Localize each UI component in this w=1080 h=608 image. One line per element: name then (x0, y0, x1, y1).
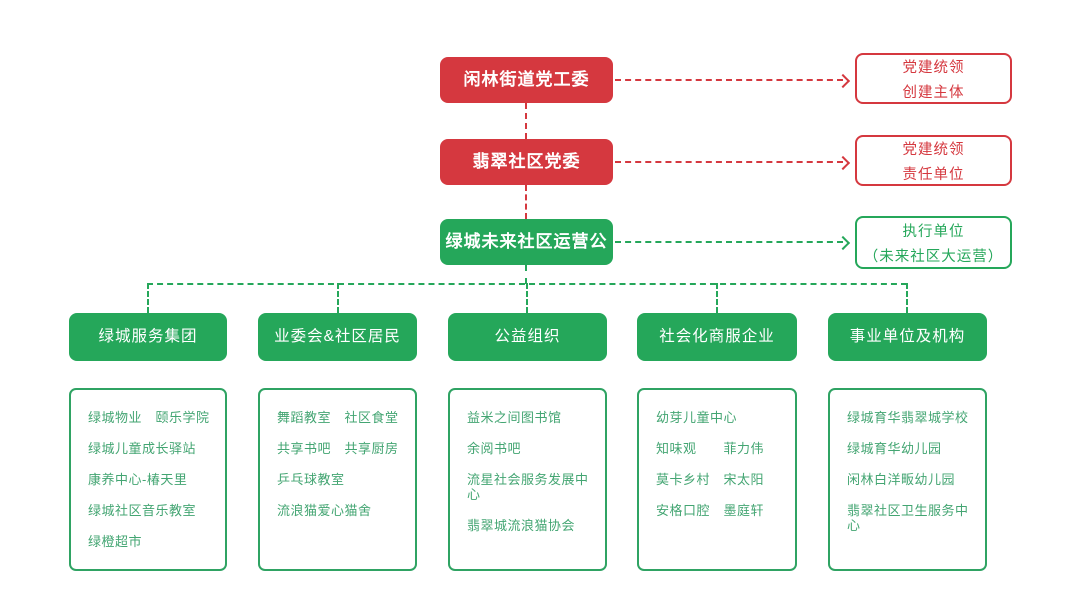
list-item: 翡翠社区卫生服务中心 (847, 503, 969, 533)
arrow-right-icon (835, 155, 851, 171)
node-operations-company: 绿城未来社区运营公司 (440, 219, 613, 297)
list-item: 莫卡乡村 宋太阳 (656, 472, 765, 487)
list-item: 绿城儿童成长驿站 (88, 441, 197, 456)
branch-header-service-group: 绿城服务集团 (69, 313, 227, 361)
node-community-party-committee: 翡翠社区党委 (440, 139, 613, 185)
dashed-tree-drop-2 (337, 283, 339, 313)
branch-list-owners-residents: 舞蹈教室 社区食堂 共享书吧 共享厨房 乒乓球教室 流浪猫爱心猫舍 (258, 388, 417, 571)
list-item: 知味观 菲力伟 (656, 441, 765, 456)
arrow-right-icon (835, 73, 851, 89)
list-item: 翡翠城流浪猫协会 (467, 518, 576, 533)
list-item: 舞蹈教室 社区食堂 (277, 410, 399, 425)
annotation-line: 执行单位 (902, 223, 965, 240)
dashed-tree-drop-4 (716, 283, 718, 313)
list-item: 乒乓球教室 (277, 472, 345, 487)
branch-header-commercial-enterprises: 社会化商服企业 (637, 313, 797, 361)
list-item: 绿橙超市 (88, 534, 143, 549)
dashed-arrow-line-3 (615, 241, 843, 243)
dashed-arrow-line-1 (615, 79, 843, 81)
list-item: 幼芽儿童中心 (656, 410, 738, 425)
dashed-connector-vertical-3 (525, 265, 527, 284)
branch-header-public-welfare: 公益组织 (448, 313, 607, 361)
annotation-line: 党建统领 (902, 141, 965, 158)
list-item: 绿城育华翡翠城学校 (847, 410, 969, 425)
dashed-connector-vertical-2 (525, 185, 527, 219)
arrow-right-icon (835, 235, 851, 251)
dashed-tree-drop-3 (526, 283, 528, 313)
list-item: 安格口腔 墨庭轩 (656, 503, 765, 518)
annotation-responsible-unit: 党建统领 责任单位 (855, 135, 1012, 186)
branch-list-public-welfare: 益米之间图书馆 余阅书吧 流星社会服务发展中心 翡翠城流浪猫协会 (448, 388, 607, 571)
list-item: 余阅书吧 (467, 441, 522, 456)
annotation-line: （未来社区大运营） (863, 248, 1004, 265)
annotation-executing-unit: 执行单位 （未来社区大运营） (855, 216, 1012, 269)
dashed-tree-drop-5 (906, 283, 908, 313)
list-item: 绿城育华幼儿园 (847, 441, 942, 456)
annotation-creation-subject: 党建统领 创建主体 (855, 53, 1012, 104)
list-item: 流星社会服务发展中心 (467, 472, 589, 502)
list-item: 绿城社区音乐教室 (88, 503, 197, 518)
branch-header-owners-residents: 业委会&社区居民 (258, 313, 417, 361)
list-item: 益米之间图书馆 (467, 410, 562, 425)
annotation-line: 责任单位 (902, 166, 965, 183)
list-item: 共享书吧 共享厨房 (277, 441, 399, 456)
dashed-arrow-line-2 (615, 161, 843, 163)
annotation-line: 党建统领 (902, 59, 965, 76)
annotation-line: 创建主体 (902, 84, 965, 101)
list-item: 绿城物业 颐乐学院 (88, 410, 210, 425)
node-street-party-committee: 闲林街道党工委 (440, 57, 613, 103)
dashed-connector-vertical-1 (525, 103, 527, 139)
branch-header-public-institutions: 事业单位及机构 (828, 313, 987, 361)
branch-list-public-institutions: 绿城育华翡翠城学校 绿城育华幼儿园 闲林白洋畈幼儿园 翡翠社区卫生服务中心 (828, 388, 987, 571)
list-item: 康养中心-椿天里 (88, 472, 188, 487)
list-item: 闲林白洋畈幼儿园 (847, 472, 956, 487)
dashed-tree-drop-1 (147, 283, 149, 313)
branch-list-service-group: 绿城物业 颐乐学院 绿城儿童成长驿站 康养中心-椿天里 绿城社区音乐教室 绿橙超… (69, 388, 227, 571)
branch-list-commercial-enterprises: 幼芽儿童中心 知味观 菲力伟 莫卡乡村 宋太阳 安格口腔 墨庭轩 (637, 388, 797, 571)
list-item: 流浪猫爱心猫舍 (277, 503, 372, 518)
